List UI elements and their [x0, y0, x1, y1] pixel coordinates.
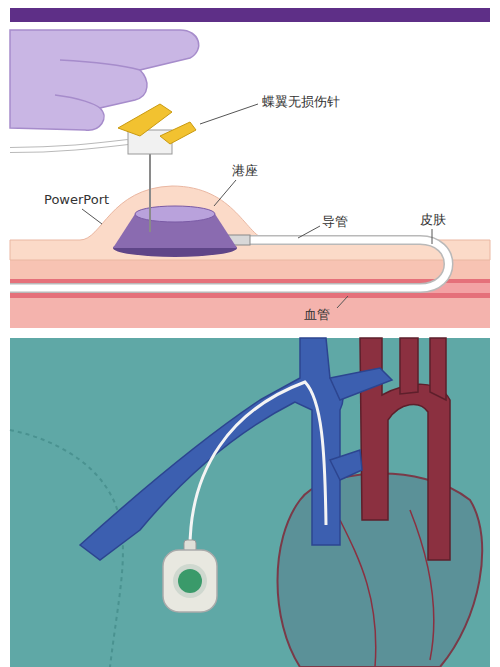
port-septum — [178, 569, 202, 593]
butterfly-wing — [160, 122, 196, 144]
butterfly-wing — [118, 104, 172, 136]
catheter — [190, 382, 326, 548]
finger-crease — [55, 60, 140, 108]
subcutaneous-layer — [10, 258, 490, 279]
panel-ground — [0, 0, 500, 334]
port-device — [163, 550, 217, 612]
vein — [80, 338, 343, 560]
deep-tissue — [10, 296, 490, 328]
part-label: PowerPort — [44, 192, 109, 208]
coronary-vessel — [340, 510, 434, 667]
vein — [330, 450, 362, 480]
tubing — [10, 142, 128, 150]
gloved-hand — [10, 30, 199, 130]
port-septum — [135, 206, 215, 222]
tubing-outline — [10, 142, 128, 150]
skin-layer — [10, 186, 490, 260]
leader-lines — [82, 104, 432, 308]
needle — [149, 150, 151, 232]
part-label: 血管 — [304, 307, 330, 323]
part-label: 蝶翼无损伤针 — [262, 94, 340, 110]
part-label: 港座 — [232, 163, 258, 179]
header-bar — [10, 8, 490, 22]
anatomy-ground — [10, 338, 490, 667]
brachiocephalic-vein — [330, 368, 392, 400]
part-label: 导管 — [322, 214, 348, 230]
aortic-branch — [400, 338, 446, 400]
port-ring — [173, 564, 207, 598]
part-label: 皮肤 — [420, 212, 446, 228]
